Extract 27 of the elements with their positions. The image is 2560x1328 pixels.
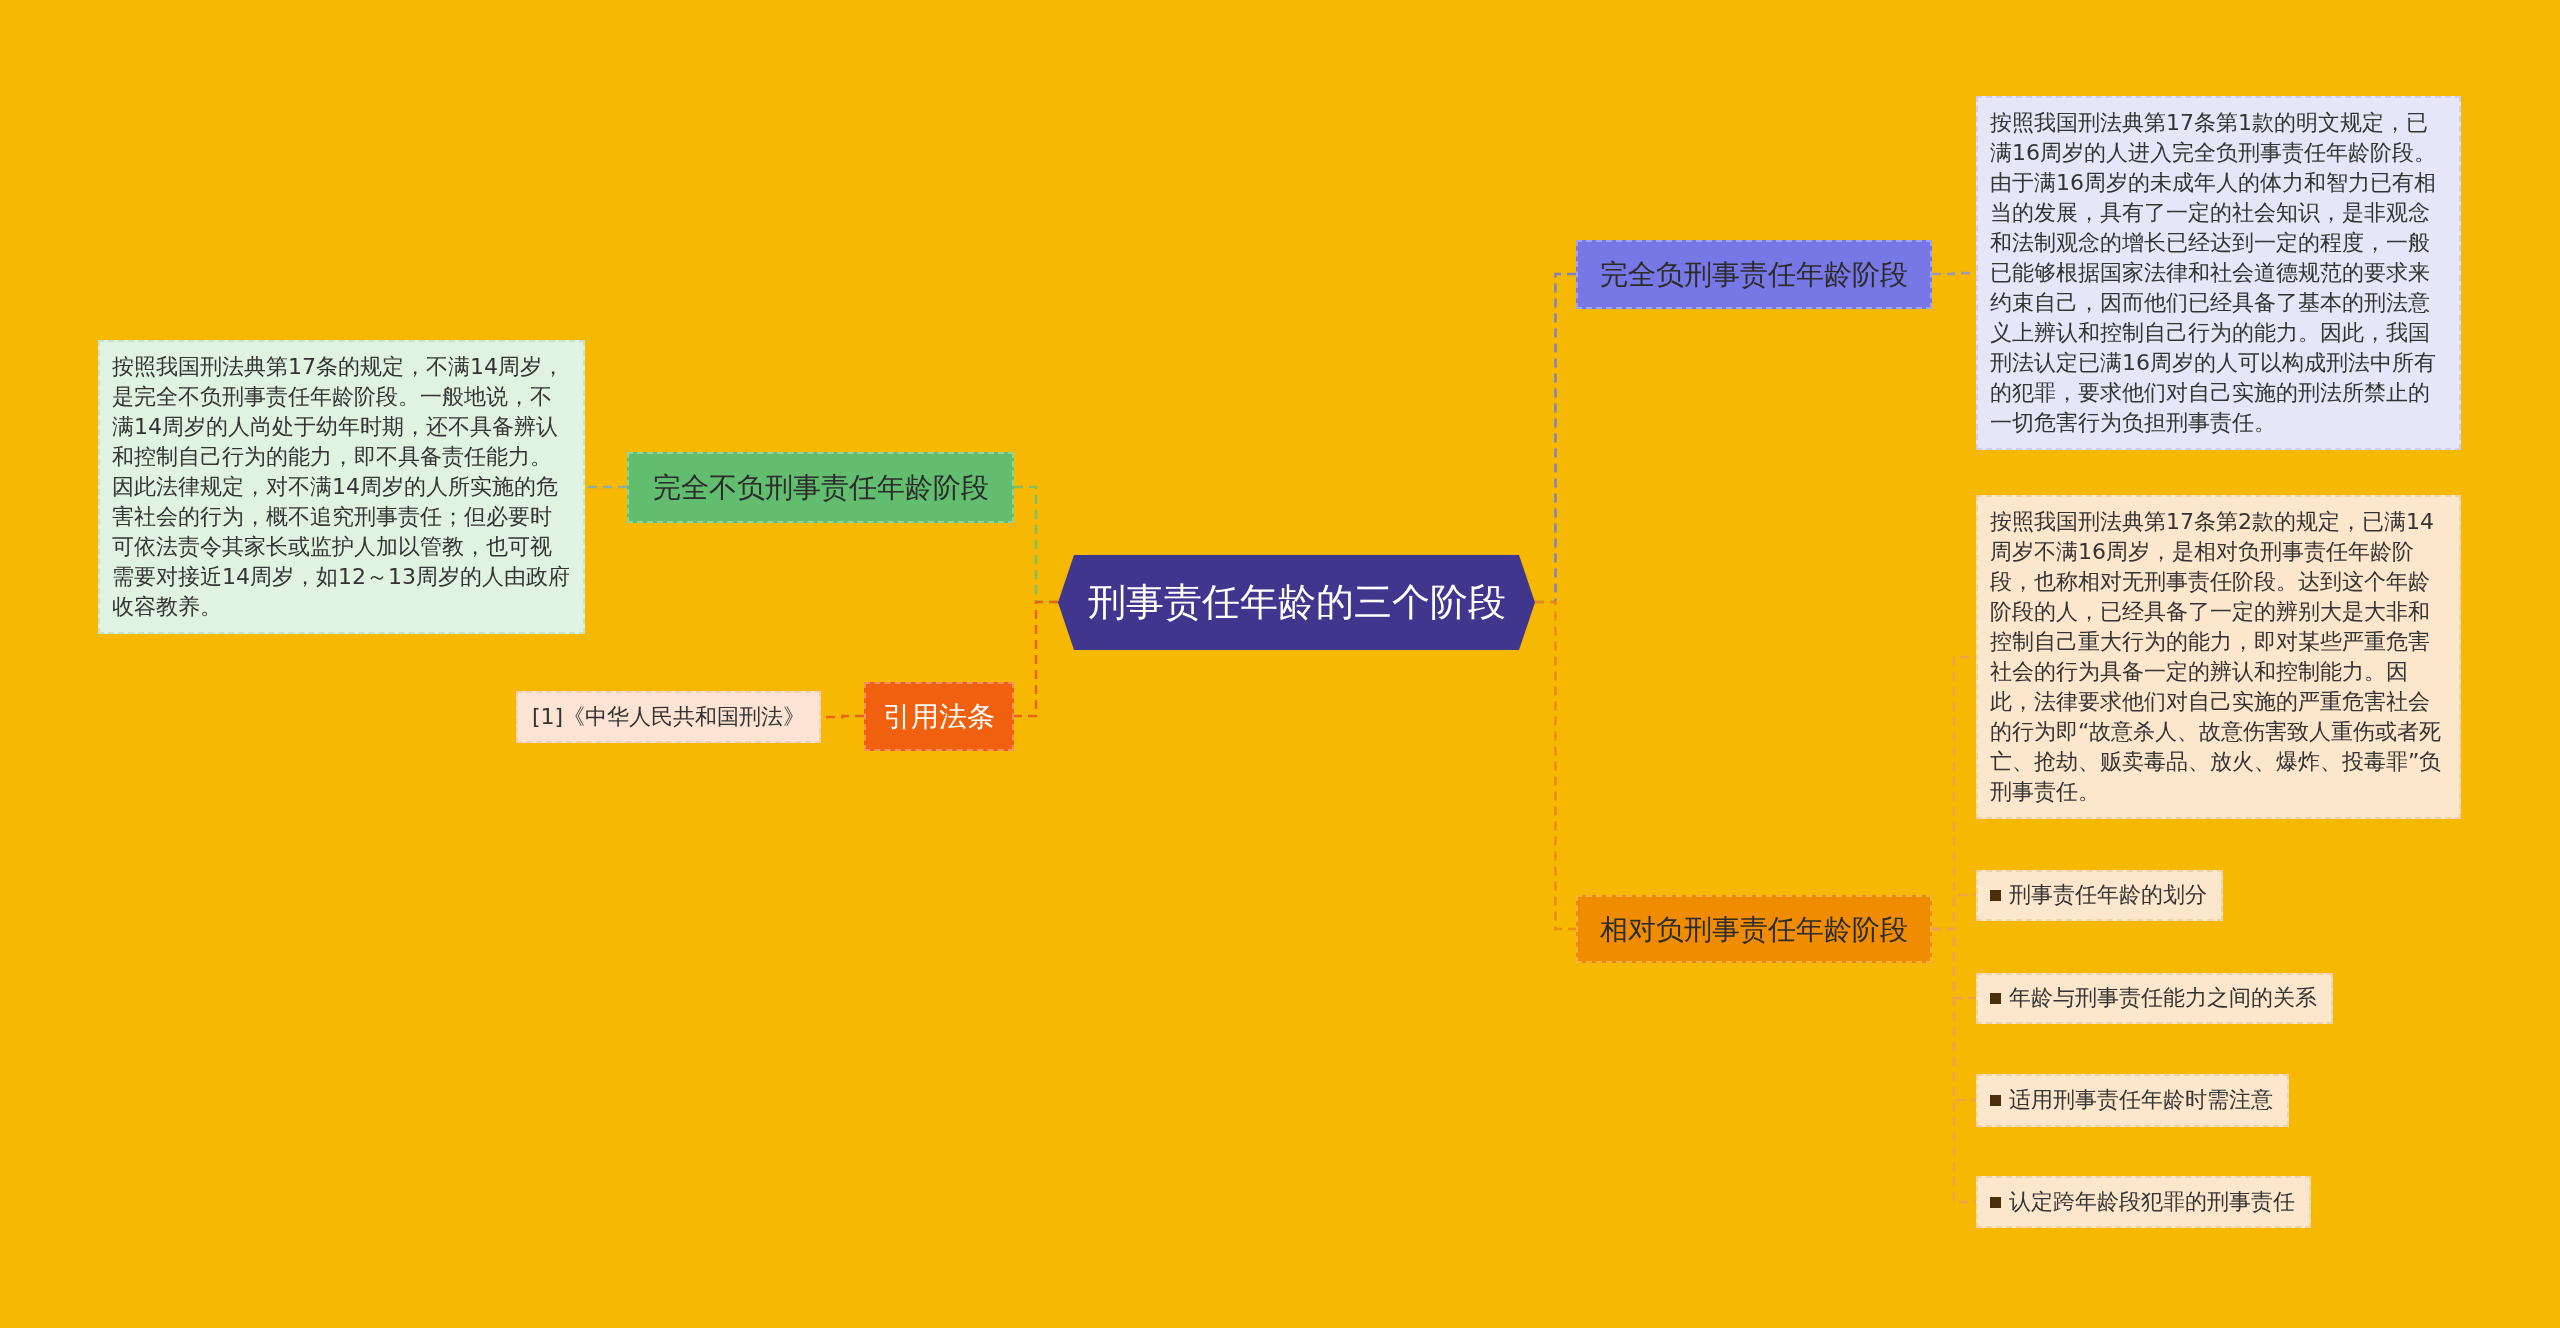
paragraph-text: 按照我国刑法典第17条第1款的明文规定，已满16周岁的人进入完全负刑事责任年龄阶段。由于满16周岁的未成年人的体力和智力已有相当的发展，具有了一定的社会知识，是非观念和法制观念的增长已经达到一定的程度，一般已能够根据国家法律和社会道德规范的要求来约束自己，因而他们已经具备了基本的刑法意义上辨认和控制自己行为的能力。因此，我国刑法认定已满16周岁的人可以构成刑法中所有的犯罪，要求他们对自己实施的刑法所禁止的一切危害行为负担刑事责任。 [1990,109,2437,437]
list-item-text: 刑事责任年龄的划分 [2009,881,2207,909]
list-item-card [1976,1176,2311,1228]
paragraph-text: 按照我国刑法典第17条的规定，不满14周岁，是完全不负刑事责任年龄阶段。一般地说，不满14周岁的人尚处于幼年时期，还不具备辨认和控制自己行为的能力，即不具备责任能力。因此法律规定，对不满14周岁的人所实施的危害社会的行为，概不追究刑事责任；但必要时可依法责令其家长或监护人加以管教，也可视需要对接近14周岁，如12～13周岁的人由政府收容教养。 [112,353,571,621]
list-item-card [1976,869,2223,921]
list-item-text: 认定跨年龄段犯罪的刑事责任 [2009,1188,2295,1216]
list-item-card [1976,972,2333,1024]
connector-line [1014,600,1058,718]
connector-line [1535,600,1576,931]
topic-label: 相对负刑事责任年龄阶段 [1600,911,1908,947]
topic-label: 完全不负刑事责任年龄阶段 [652,469,989,505]
topic-label: 完全负刑事责任年龄阶段 [1600,256,1908,292]
topic-label: 引用法条 [883,698,995,734]
central-topic-label: 刑事责任年龄的三个阶段 [1087,579,1506,626]
connector-line [1932,927,1976,1204]
paragraph-text: 按照我国刑法典第17条第2款的规定，已满14周岁不满16周岁，是相对负刑事责任年龄阶段，也称相对无刑事责任阶段。达到这个年龄阶段的人，已经具备了一定的辨别大是大非和控制自己重大行为的能力，即对某些严重危害社会的行为具备一定的辨认和控制能力。因此，法律要求他们对自己实施的严重危害社会的行为即“故意杀人、故意伤害致人重伤或者死亡、抢劫、贩卖毒品、放火、爆炸、投毒罪”负刑事责任。 [1990,508,2443,806]
reference-card [516,691,822,743]
list-item-text: 适用刑事责任年龄时需注意 [2009,1086,2273,1114]
topic-box [864,681,1014,751]
reference-text: [1]《中华人民共和国刑法》 [532,703,806,731]
list-item-text: 年龄与刑事责任能力之间的关系 [2009,984,2317,1012]
topic-box [1576,895,1932,963]
topic-box [1576,239,1932,309]
topic-box [627,451,1014,523]
connector-line [585,485,627,489]
list-item-card [1976,1073,2289,1127]
central-topic-hexagon [1058,554,1535,650]
